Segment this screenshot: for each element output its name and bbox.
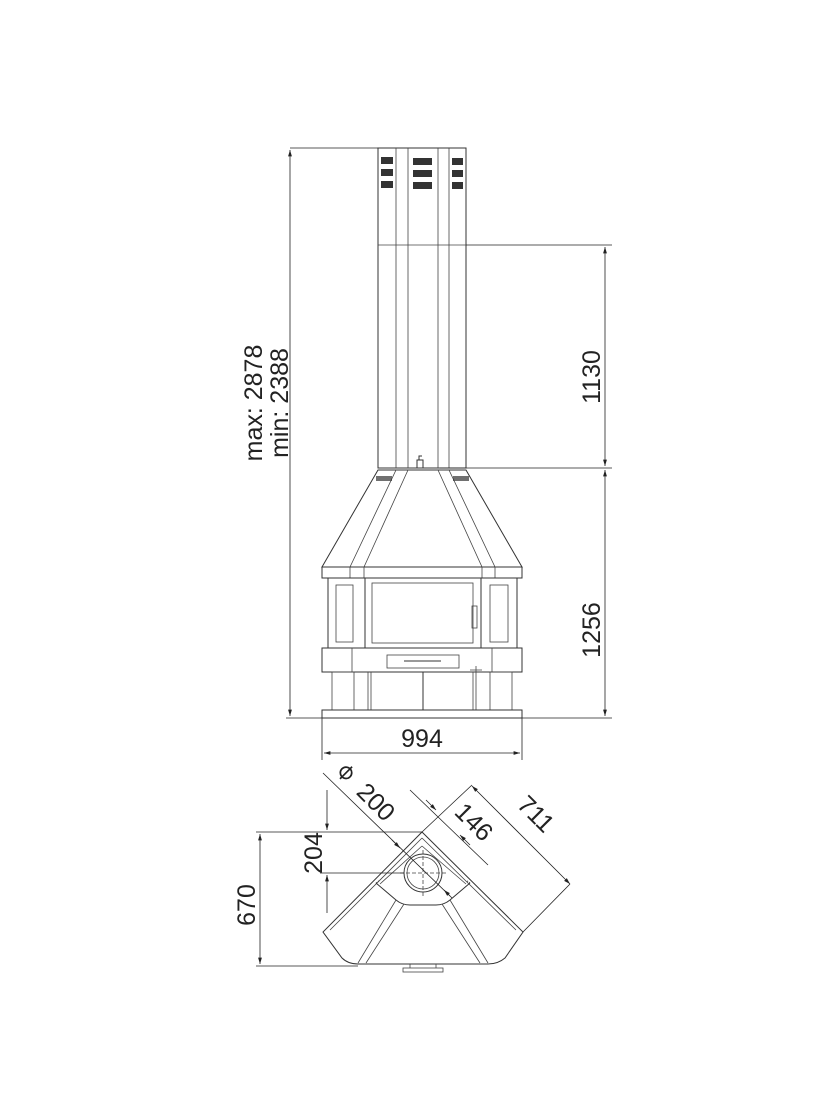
vent-grilles (381, 157, 463, 189)
top-view: ⌀ 200 146 711 204 670 (233, 757, 571, 973)
width-label: 994 (401, 725, 443, 753)
dimension-flue-offset: 204 (300, 790, 422, 913)
height-min-label: min: 2388 (266, 348, 294, 458)
depth-label: 670 (233, 884, 261, 926)
damper-handle-icon (416, 455, 424, 468)
door-glass (371, 582, 474, 644)
base-legs (321, 671, 523, 719)
side-depth-label: 711 (512, 790, 560, 838)
front-view: max: 2878 min: 2388 1130 1256 994 (240, 147, 612, 760)
chimney-flue (377, 147, 467, 469)
dimension-body-height: 1256 (522, 470, 612, 719)
dimension-total-height: max: 2878 min: 2388 (240, 147, 378, 719)
diameter-symbol: ⌀ (338, 757, 353, 785)
ash-drawer (386, 654, 460, 669)
body-height-label: 1256 (578, 602, 606, 658)
firebox-body (321, 577, 523, 673)
flue-collar (400, 850, 446, 896)
flue-offset-label: 204 (300, 832, 328, 874)
flue-height-label: 1130 (578, 350, 606, 404)
hood (321, 469, 523, 579)
dimension-width: 994 (321, 718, 523, 760)
corner-body-outline (322, 831, 524, 973)
dimension-depth: 670 (233, 831, 358, 967)
dimension-flue-height: 1130 (440, 244, 612, 469)
height-max-label: max: 2878 (240, 345, 268, 462)
flue-diameter-label: 200 (351, 778, 400, 827)
